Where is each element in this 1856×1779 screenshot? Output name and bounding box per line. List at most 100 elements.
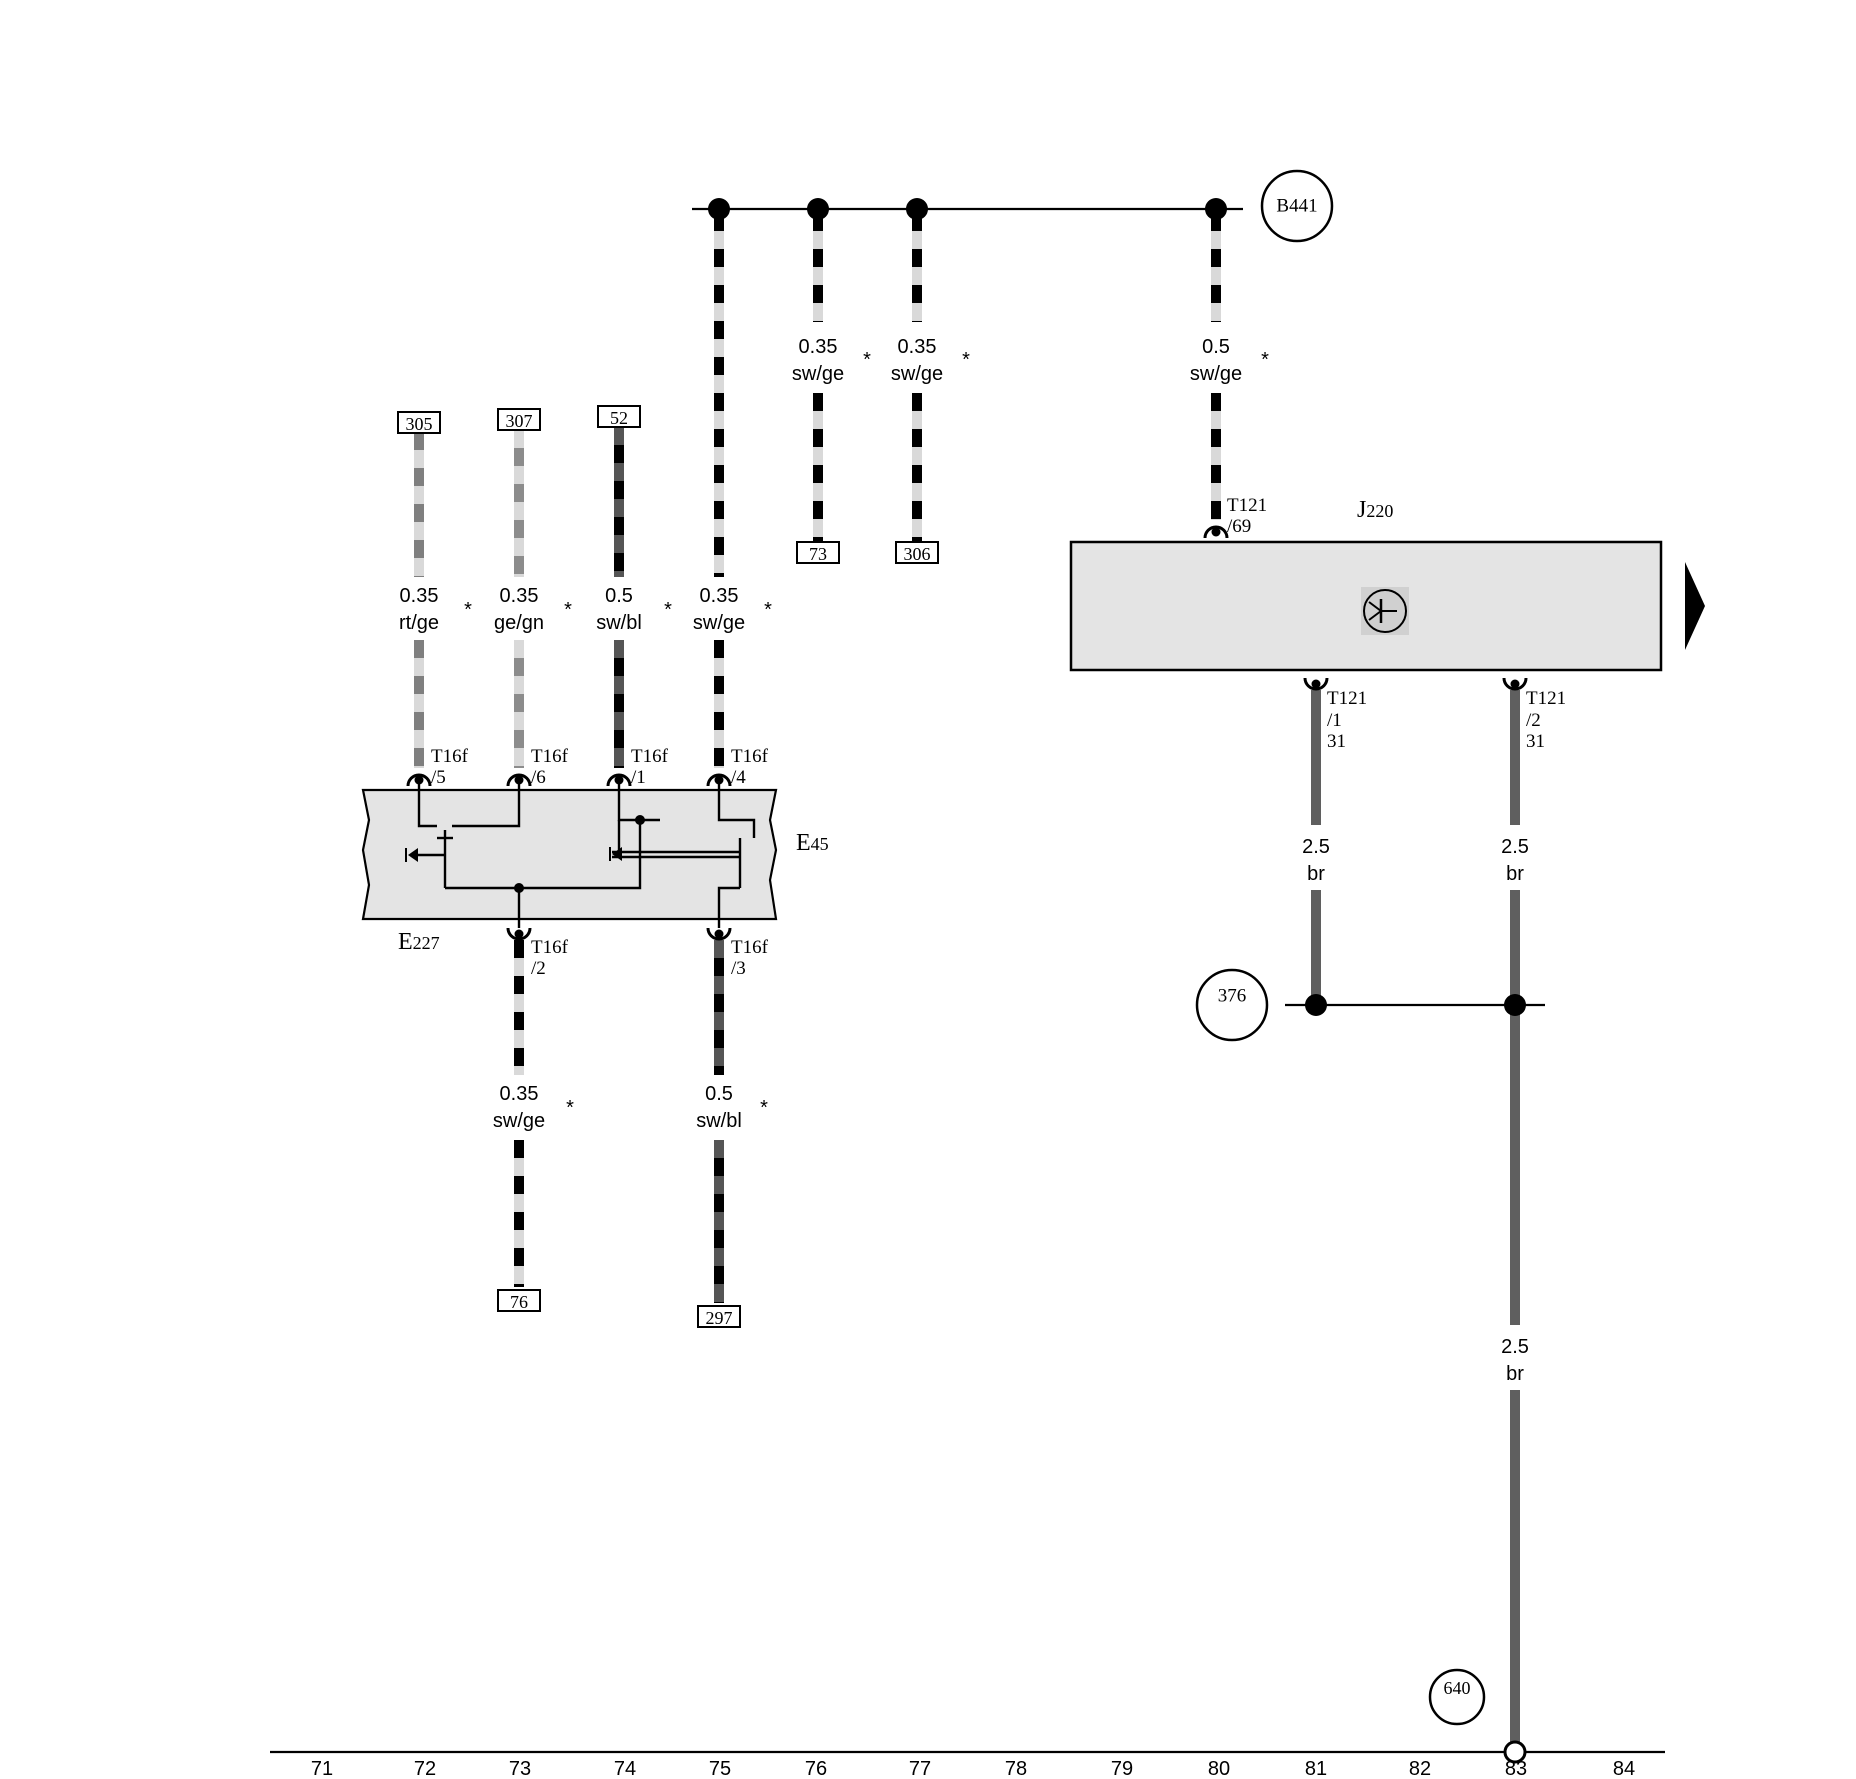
ref-circle-376 [1195,968,1269,1042]
track-numbers: 71 72 73 74 75 76 77 78 79 80 81 82 83 8… [311,1758,1635,1779]
wire-75b-size: 0.5 [705,1083,733,1105]
wire-76-mark: * [863,349,871,371]
conn-t16f-2-pin: /2 [531,958,546,979]
track-number: 83 [1505,1758,1527,1779]
conn-t16f-6-name: T16f [531,746,569,767]
track-number: 75 [709,1758,731,1779]
ref-circle-b441 [1260,169,1334,243]
wire-72-color: rt/ge [399,612,439,634]
conn-t16f-2-name: T16f [531,937,569,958]
switch-internal-circuit [417,778,756,928]
transistor-symbol [1361,587,1409,635]
ref-640: 640 [1444,1678,1471,1698]
bus-lines [270,207,1665,1754]
target-labels: 305 307 52 73 306 76 297 [406,408,931,1328]
wire-81-color: br [1307,863,1325,885]
wire-73b-size: 0.35 [500,1083,539,1105]
target-73: 73 [809,544,827,564]
e45-e227-body [361,788,778,921]
switch-internal-dots [405,815,645,893]
wire-72-mark: * [464,599,472,621]
label-e45: E45 [796,830,829,856]
connector-pins [406,525,1528,941]
wire-80-size: 0.5 [1202,336,1230,358]
ref-b441: B441 [1276,195,1317,216]
conn-t16f-1-pin: /1 [631,767,646,788]
conn-t16f-6-pin: /6 [531,767,546,788]
target-306: 306 [904,544,931,564]
wire-73-mark: * [564,599,572,621]
wire-74-color: sw/bl [596,612,642,634]
wire-labels: 0.35 sw/ge * 0.35 sw/ge * 0.5 sw/ge * 0.… [399,336,1529,1385]
conn-t121-1-extra: 31 [1327,731,1346,752]
wire-75-color: sw/ge [693,612,745,634]
track-number: 78 [1005,1758,1027,1779]
wire-83b-size: 2.5 [1501,1336,1529,1358]
connector-pin-dots [414,527,1520,939]
target-305: 305 [406,414,433,434]
conn-t121-2-pin: /2 [1526,710,1541,731]
conn-t16f-3-name: T16f [731,937,769,958]
conn-t121-1-pin: /1 [1327,710,1342,731]
track-number: 81 [1305,1758,1327,1779]
conn-t121-69-pin: /69 [1227,516,1251,537]
wire-76-size: 0.35 [799,336,838,358]
conn-t121-69-name: T121 [1227,495,1267,516]
conn-t16f-5-pin: /5 [431,767,446,788]
wire-77-color: sw/ge [891,363,943,385]
conn-t16f-4-name: T16f [731,746,769,767]
wire-77-size: 0.35 [898,336,937,358]
track-number: 82 [1409,1758,1431,1779]
target-52: 52 [610,408,628,428]
target-307: 307 [506,411,533,431]
conn-t121-2-extra: 31 [1526,731,1545,752]
ground-point-640 [1503,1740,1527,1764]
conn-t16f-3-pin: /3 [731,958,746,979]
track-number: 76 [805,1758,827,1779]
track-number: 72 [414,1758,436,1779]
component-labels: J220 E45 E227 [398,497,1393,955]
label-e227: E227 [398,929,440,955]
junction-dots [708,198,1526,1016]
track-number: 71 [311,1758,333,1779]
track-number: 74 [614,1758,636,1779]
wire-72-size: 0.35 [400,585,439,607]
wire-77-mark: * [962,349,970,371]
wire-76-color: sw/ge [792,363,844,385]
wire-83b-color: br [1506,1363,1524,1385]
target-boxes [397,405,939,1328]
wire-80-mark: * [1261,349,1269,371]
track-number: 77 [909,1758,931,1779]
j220-continuation-arrow [1685,562,1705,650]
conn-t121-2-name: T121 [1526,688,1566,709]
wire-81-size: 2.5 [1302,836,1330,858]
track-number: 84 [1613,1758,1635,1779]
wire-73b-mark: * [566,1097,574,1119]
wire-74-mark: * [664,599,672,621]
connector-labels: T121 /69 T121 /1 31 T121 /2 31 T16f /5 T… [431,495,1566,979]
conn-t121-1-name: T121 [1327,688,1367,709]
track-number: 80 [1208,1758,1230,1779]
ref-376: 376 [1218,985,1247,1006]
conn-t16f-5-name: T16f [431,746,469,767]
wire-73-size: 0.35 [500,585,539,607]
track-number: 79 [1111,1758,1133,1779]
conn-t16f-1-name: T16f [631,746,669,767]
wire-74-size: 0.5 [605,585,633,607]
conn-t16f-4-pin: /4 [731,767,746,788]
wire-75-size: 0.35 [700,585,739,607]
wire-83a-size: 2.5 [1501,836,1529,858]
wire-73b-color: sw/ge [493,1110,545,1132]
wire-75b-mark: * [760,1097,768,1119]
wire-75-mark: * [764,599,772,621]
target-76: 76 [510,1292,528,1312]
label-j220: J220 [1357,497,1393,523]
target-297: 297 [706,1308,733,1328]
wire-83a-color: br [1506,863,1524,885]
ref-circle-640 [1428,1668,1486,1726]
wires [414,213,1520,1745]
track-number: 73 [509,1758,531,1779]
wire-80-color: sw/ge [1190,363,1242,385]
wire-75b-color: sw/bl [696,1110,742,1132]
